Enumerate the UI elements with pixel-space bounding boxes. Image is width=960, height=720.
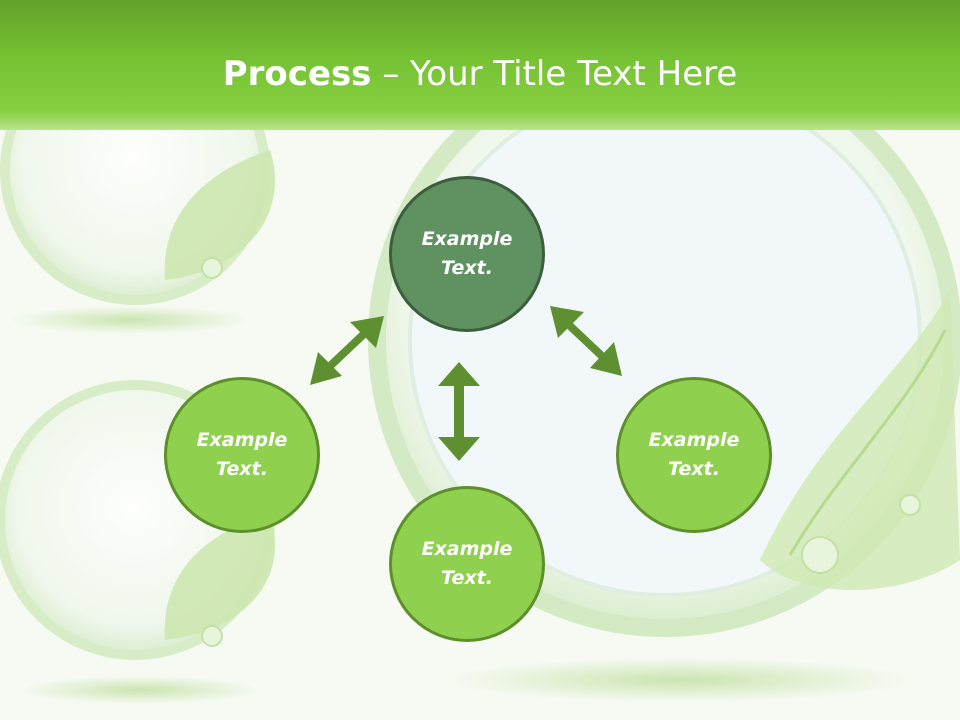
title-rest: – Your Title Text Here — [371, 54, 738, 94]
node-left: Example Text. — [164, 377, 320, 533]
node-bottom-label: Example Text. — [421, 538, 513, 589]
arrow-top-left — [310, 316, 384, 385]
node-top-label: Example Text. — [421, 228, 513, 279]
arrow-top-bottom — [438, 362, 480, 461]
node-bottom: Example Text. — [389, 486, 545, 642]
node-left-label: Example Text. — [196, 429, 288, 480]
title-bold: Process — [222, 54, 372, 94]
arrow-top-right — [550, 306, 622, 376]
node-top: Example Text. — [389, 176, 545, 332]
slide-title: Process – Your Title Text Here — [0, 52, 960, 96]
node-right-label: Example Text. — [648, 429, 740, 480]
slide-header — [0, 0, 960, 130]
node-right: Example Text. — [616, 377, 772, 533]
